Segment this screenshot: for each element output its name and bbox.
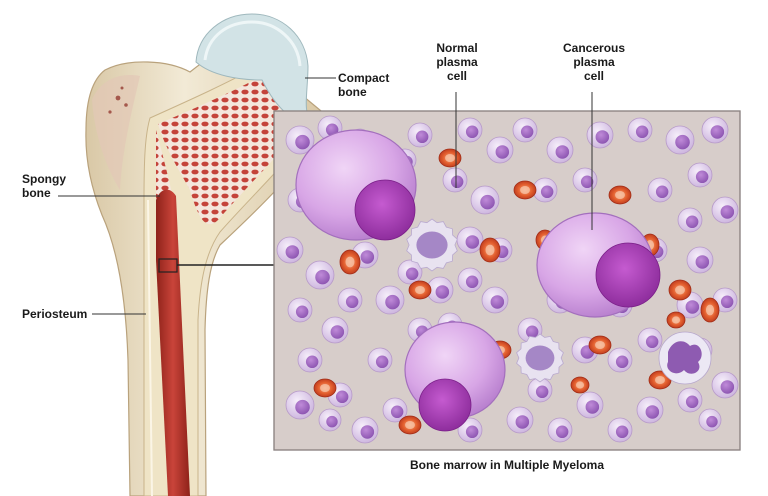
cancerous-plasma-cell-nucleus	[354, 179, 416, 241]
bone-marrow-panel	[273, 110, 741, 451]
label-normal-line2: plasma	[436, 55, 478, 69]
marrow-cell-nucleus	[465, 125, 479, 139]
marrow-cell-nucleus	[655, 185, 669, 199]
label-normal-line1: Normal	[436, 41, 478, 55]
label-periosteum: Periosteum	[22, 307, 87, 321]
red-blood-cell-center	[405, 420, 415, 430]
marrow-cell-nucleus	[595, 130, 610, 144]
marrow-cell-nucleus	[295, 305, 309, 319]
red-blood-cell-center	[415, 285, 425, 295]
label-normal-plasma-cell: Normal plasma cell	[432, 41, 482, 83]
marrow-cell-nucleus	[480, 194, 495, 210]
marrow-cell-nucleus	[385, 294, 400, 310]
marrow-cell-nucleus	[685, 395, 699, 409]
red-blood-cell-center	[655, 375, 665, 385]
marrow-cell-nucleus	[710, 125, 725, 139]
marrow-cell-nucleus	[330, 325, 345, 339]
marrow-cell-nucleus	[515, 415, 530, 429]
marrow-cell-nucleus	[525, 325, 539, 339]
marrow-cell-nucleus	[415, 130, 429, 144]
marrow-cell-nucleus	[720, 380, 735, 394]
marrow-cell-nucleus	[360, 425, 375, 439]
marrow-cell-nucleus	[675, 134, 690, 150]
marrow-cell-nucleus	[540, 185, 554, 199]
granulocyte-nucleus	[525, 345, 555, 371]
marrow-cell-nucleus	[465, 425, 479, 439]
label-periosteum-text: Periosteum	[22, 307, 88, 321]
marrow-cell-nucleus	[465, 235, 480, 249]
marrow-cell-nucleus	[645, 335, 659, 349]
red-blood-cell-center	[595, 340, 605, 350]
marrow-cell-nucleus	[465, 275, 479, 289]
granulocyte-nucleus	[416, 231, 448, 259]
label-cancerous-line2: plasma	[573, 55, 615, 69]
red-blood-cell-center	[671, 316, 681, 324]
cancerous-plasma-cell-nucleus	[595, 242, 661, 308]
red-blood-cell-center	[445, 153, 455, 163]
diagram-caption: Bone marrow in Multiple Myeloma	[409, 458, 605, 472]
label-cancerous-line3: cell	[583, 69, 604, 83]
marrow-cell-nucleus	[405, 267, 419, 281]
femur-bone	[85, 13, 333, 496]
marrow-cell-nucleus	[335, 390, 349, 404]
marrow-cell-nucleus	[520, 125, 534, 139]
marrow-cell-nucleus	[375, 355, 389, 369]
marrow-cell-nucleus	[326, 415, 338, 428]
marrow-cell-nucleus	[315, 269, 330, 285]
red-blood-cell-center	[615, 190, 625, 200]
marrow-cell-nucleus	[585, 400, 600, 414]
marrow-cell-nucleus	[555, 145, 570, 159]
label-compact-bone: Compact bone	[338, 71, 389, 99]
marrow-cell-nucleus	[490, 295, 505, 309]
marrow-cell-nucleus	[720, 295, 734, 309]
marrow-cell-nucleus	[360, 250, 375, 264]
label-spongy-bone: Spongy bone	[22, 172, 66, 200]
marrow-cell-nucleus	[615, 425, 629, 439]
label-compact-bone-line1: Compact	[338, 71, 390, 85]
red-blood-cell-center	[675, 285, 685, 295]
marrow-cell-nucleus	[535, 385, 549, 399]
red-blood-cell-center	[520, 185, 530, 195]
marrow-cell-nucleus	[635, 125, 649, 139]
label-cancerous-line1: Cancerous	[563, 41, 626, 55]
cancerous-plasma-cell-nucleus	[418, 378, 472, 432]
label-spongy-bone-line2: bone	[22, 186, 51, 200]
marrow-cell-nucleus	[295, 134, 310, 150]
label-cancerous-plasma-cell: Cancerous plasma cell	[563, 41, 625, 83]
marrow-cell-nucleus	[305, 355, 319, 369]
red-blood-cell-center	[705, 304, 715, 316]
marrow-cell-nucleus	[615, 355, 629, 369]
label-spongy-bone-line1: Spongy	[22, 172, 66, 186]
marrow-cell-nucleus	[295, 399, 310, 415]
marrow-cell-nucleus	[285, 245, 300, 259]
marrow-cell-nucleus	[645, 405, 660, 419]
marrow-cell-nucleus	[706, 415, 718, 428]
label-compact-bone-line2: bone	[338, 85, 367, 99]
red-blood-cell-center	[485, 244, 495, 256]
marrow-cell-nucleus	[580, 175, 594, 189]
red-blood-cell-center	[320, 383, 330, 393]
neutrophil-nucleus	[667, 341, 702, 374]
marrow-cell-nucleus	[685, 215, 699, 229]
marrow-cell-nucleus	[450, 175, 464, 189]
marrow-cell-nucleus	[720, 205, 735, 219]
marrow-cell-nucleus	[685, 300, 700, 314]
label-normal-line3: cell	[446, 69, 467, 83]
marrow-cell-nucleus	[495, 145, 510, 159]
red-blood-cell-center	[345, 256, 355, 268]
marrow-cell-nucleus	[695, 255, 710, 269]
marrow-cell-nucleus	[390, 405, 404, 419]
marrow-cell-nucleus	[435, 285, 450, 299]
red-blood-cell-center	[575, 381, 585, 389]
marrow-cell-nucleus	[695, 170, 709, 184]
marrow-cell-nucleus	[555, 425, 569, 439]
marrow-cell-nucleus	[345, 295, 359, 309]
label-leader-lines	[58, 77, 593, 315]
